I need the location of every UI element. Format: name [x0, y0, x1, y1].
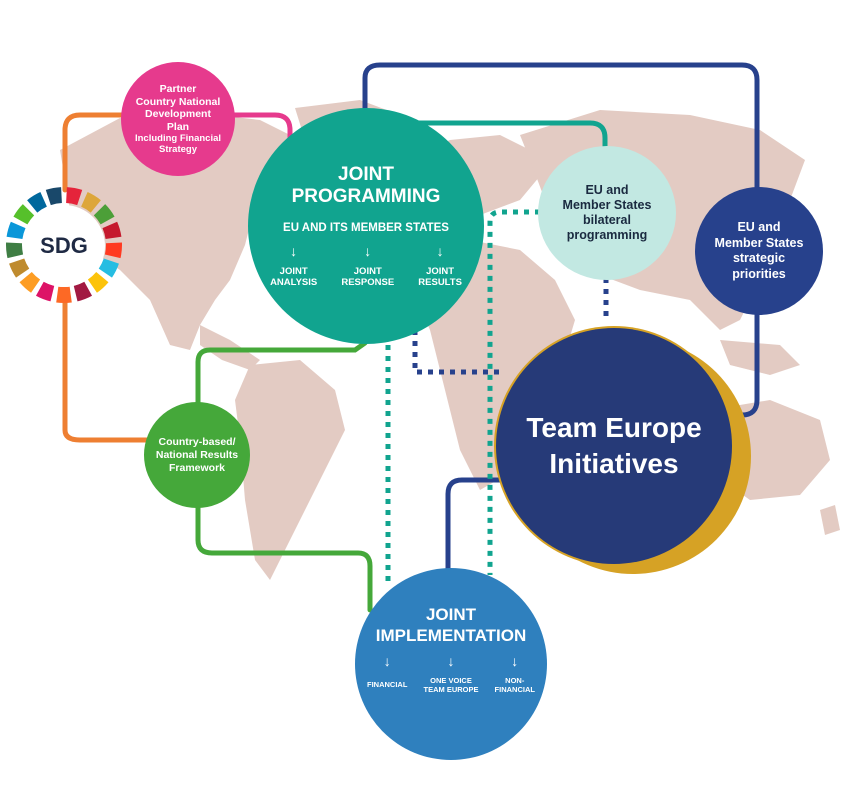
sdg-wheel-segment: [13, 204, 35, 225]
item-line: RESULTS: [418, 277, 462, 288]
bilateral-programming-node: EU and Member States bilateral programmi…: [538, 146, 676, 280]
joint-programming-item: ↓ JOINT ANALYSIS: [270, 244, 317, 288]
joint-implementation-item: ↓ FINANCIAL: [367, 654, 407, 694]
joint-programming-items: ↓ JOINT ANALYSIS ↓ JOINT RESPONSE ↓ JOIN…: [258, 244, 474, 288]
sdg-wheel-segment: [73, 281, 93, 302]
connector-joint-programming-to-bilateral: [397, 120, 608, 153]
map-new-zealand: [820, 505, 840, 535]
dotted-bilateral-to-joint-implementation: [487, 209, 540, 575]
sdg-wheel-segment: [81, 192, 101, 213]
joint-implementation-title-line: IMPLEMENTATION: [375, 626, 527, 645]
down-arrow-icon: ↓: [290, 243, 298, 259]
sdg-wheel-segment: [98, 258, 119, 278]
sdg-wheel-segment: [6, 221, 26, 240]
sdg-wheel-segment: [27, 192, 47, 213]
item-line: RESPONSE: [341, 277, 395, 288]
strategic-line: strategic: [732, 251, 786, 265]
item-line: ANALYSIS: [270, 277, 318, 288]
joint-programming-item: ↓ JOINT RESULTS: [418, 244, 462, 288]
item-line: FINANCIAL: [494, 685, 535, 694]
partner-plan-financial-line: Strategy: [158, 144, 197, 155]
results-framework-line: Country-based/: [158, 435, 236, 448]
joint-programming-subtitle: EU AND ITS MEMBER STATES: [283, 222, 449, 234]
item-line: JOINT: [279, 266, 308, 277]
connector-strategic-to-team-europe: [739, 309, 760, 418]
bilateral-line: bilateral: [583, 213, 631, 227]
strategic-line: EU and: [737, 220, 781, 234]
sdg-wheel-segment: [56, 286, 72, 304]
map-south-america: [235, 360, 345, 580]
connector-joint-programming-to-strategic: [362, 62, 760, 193]
partner-plan-financial-line: Including Financial: [134, 133, 222, 144]
sdg-wheel-segment: [35, 281, 55, 302]
partner-plan-line: Development: [145, 108, 211, 120]
item-line: JOINT: [353, 266, 382, 277]
strategic-line: Member States: [714, 235, 804, 250]
sdg-wheel-segment: [19, 271, 41, 293]
partner-plan-line: Plan: [166, 120, 190, 133]
sdg-wheel-segment: [45, 187, 62, 206]
sdg-wheel-segment: [66, 187, 83, 206]
down-arrow-icon: ↓: [511, 653, 519, 669]
map-north-america: [60, 112, 300, 350]
down-arrow-icon: ↓: [447, 653, 455, 669]
sdg-wheel-segment: [9, 258, 30, 278]
item-line: NON-: [505, 676, 525, 685]
connector-sdg-to-partner-plan: [62, 112, 143, 193]
connector-results-framework-to-joint-implementation: [195, 497, 373, 613]
sdg-wheel-segment: [104, 242, 122, 259]
down-arrow-icon: ↓: [436, 243, 444, 259]
sdg-wheel-segment: [93, 204, 115, 225]
bilateral-line: programming: [566, 228, 648, 242]
joint-programming-item: ↓ JOINT RESPONSE: [341, 244, 394, 288]
joint-implementation-item: ↓ NON- FINANCIAL: [495, 654, 535, 694]
joint-implementation-title-line: JOINT: [425, 605, 477, 624]
joint-programming-title-line: PROGRAMMING: [291, 186, 441, 207]
connector-sdg-to-results-framework: [62, 297, 153, 443]
results-framework-line: National Results: [155, 448, 239, 461]
connector-team-europe-to-joint-implementation: [445, 477, 503, 573]
sdg-label: SDG: [40, 233, 88, 258]
sdg-wheel-segment: [5, 242, 24, 259]
bilateral-line: Member States: [562, 198, 652, 212]
connector-partner-plan-to-joint-programming: [222, 112, 293, 148]
partner-plan-line: Partner: [159, 83, 197, 95]
partner-plan-node: Partner Country National Development Pla…: [121, 62, 235, 176]
sdg-node: SDG: [23, 205, 105, 287]
joint-implementation-item: ↓ ONE VOICE TEAM EUROPE: [423, 654, 478, 694]
sdg-wheel-segment: [87, 271, 109, 293]
strategic-priorities-node: EU and Member States strategic prioritie…: [695, 187, 823, 315]
results-framework-node: Country-based/ National Results Framewor…: [144, 402, 250, 508]
down-arrow-icon: ↓: [364, 243, 372, 259]
bilateral-line: EU and: [585, 183, 629, 197]
sdg-wheel-icon: [5, 187, 122, 304]
joint-implementation-items: ↓ FINANCIAL ↓ ONE VOICE TEAM EUROPE ↓ NO…: [359, 654, 543, 694]
sdg-wheel-segment: [102, 221, 122, 240]
item-line: TEAM EUROPE: [423, 685, 479, 694]
item-line: ONE VOICE: [430, 676, 472, 685]
item-line: FINANCIAL: [367, 680, 408, 689]
partner-plan-line: Country National: [135, 95, 221, 108]
team-europe-line: Initiatives: [549, 448, 679, 479]
map-southeast-asia: [720, 340, 800, 375]
connector-joint-programming-to-results-framework: [195, 340, 368, 415]
team-europe-line: Team Europe: [526, 412, 702, 443]
joint-programming-title-line: JOINT: [338, 164, 394, 185]
joint-implementation-node: JOINT IMPLEMENTATION ↓ FINANCIAL ↓ ONE V…: [355, 568, 547, 760]
item-line: JOINT: [426, 266, 455, 277]
joint-programming-node: JOINT PROGRAMMING EU AND ITS MEMBER STAT…: [248, 108, 484, 344]
results-framework-line: Framework: [168, 461, 226, 474]
strategic-line: priorities: [732, 266, 786, 281]
down-arrow-icon: ↓: [383, 653, 391, 669]
team-europe-node: Team Europe Initiatives: [496, 328, 732, 564]
dotted-joint-programming-to-team-europe: [412, 330, 505, 375]
